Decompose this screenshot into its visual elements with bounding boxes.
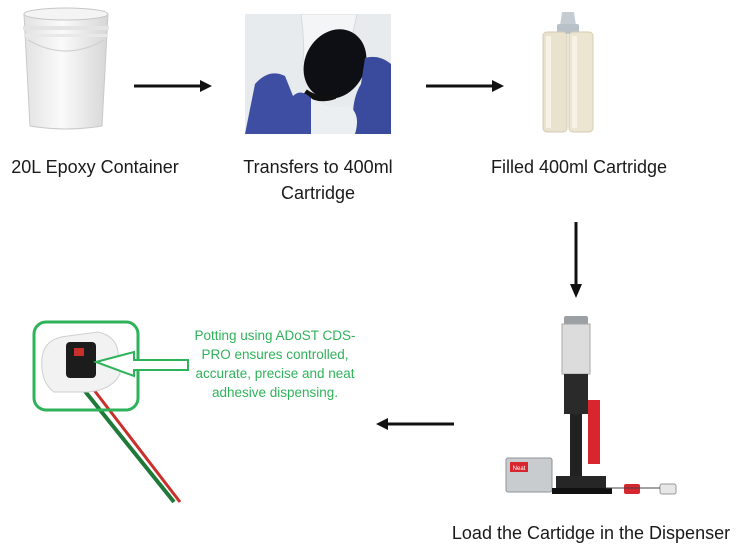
caption-transfer: Transfers to 400ml Cartridge [218,154,418,206]
cartridge-image [540,8,596,136]
dispenser-image: Neat [500,312,682,504]
epoxy-bucket-image [16,4,116,132]
arrow-right-1 [132,78,214,94]
callout-line1: Potting using ADoST CDS- [194,328,356,343]
callout-line2: PRO ensures controlled, [201,347,349,362]
dispenser-badge: Neat [513,466,526,472]
potting-callout: Potting using ADoST CDS- PRO ensures con… [186,326,364,402]
caption-transfer-line1: Transfers to 400ml [243,157,393,177]
caption-filled-cartridge: Filled 400ml Cartridge [490,157,668,177]
potting-image [28,318,198,504]
callout-line4: adhesive dispensing. [211,385,339,400]
arrow-down [567,220,585,300]
callout-line3: accurate, precise and neat [195,366,355,381]
caption-load-dispenser: Load the Cartidge in the Dispenser [451,523,731,543]
arrow-left [374,416,458,432]
caption-transfer-line2: Cartridge [280,183,356,203]
pouring-photo [245,14,391,134]
arrow-right-2 [424,78,506,94]
caption-epoxy-container: 20L Epoxy Container [11,157,179,177]
